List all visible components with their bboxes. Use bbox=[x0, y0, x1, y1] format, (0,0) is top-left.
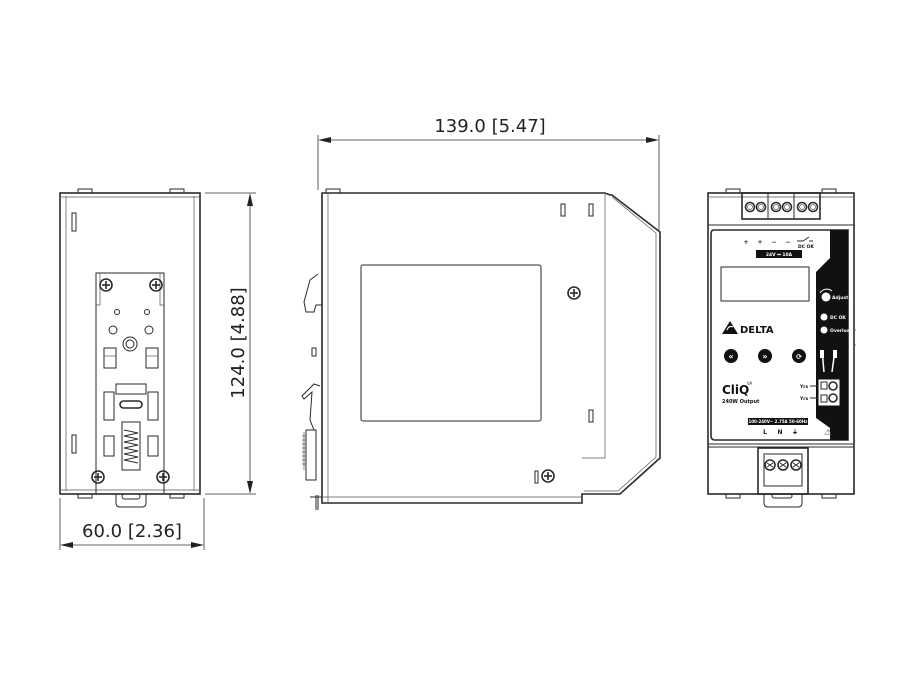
brand-label: DELTA bbox=[740, 325, 774, 336]
screw-icon bbox=[541, 469, 555, 483]
width-dimension: 60.0 [2.36] bbox=[59, 498, 205, 550]
screw-icon bbox=[156, 470, 170, 484]
terminal-screw-icon bbox=[790, 459, 802, 471]
terminal-label: − bbox=[771, 239, 776, 246]
screw-icon bbox=[567, 286, 581, 300]
terminal-label: + bbox=[743, 239, 748, 246]
width-dimension-label: 60.0 [2.36] bbox=[82, 521, 182, 542]
front-view: + + − − DC OK 24V ⎓ 10A Adjust DC OK Ove… bbox=[707, 188, 856, 508]
ground-symbol-icon: ⏚ bbox=[792, 429, 798, 436]
front-panel bbox=[710, 229, 849, 441]
spring bbox=[123, 429, 139, 464]
refresh-icon: ⟳ bbox=[796, 353, 802, 361]
product-name: CliQ bbox=[722, 383, 749, 397]
height-dimension-label: 124.0 [4.88] bbox=[228, 287, 249, 398]
terminal-screw-icon bbox=[744, 201, 756, 213]
relay-label: Yrs bbox=[799, 384, 808, 390]
height-dimension: 124.0 [4.88] bbox=[205, 192, 256, 495]
screw-icon bbox=[149, 278, 163, 292]
terminal-screw-icon bbox=[777, 459, 789, 471]
input-rating-badge bbox=[748, 418, 808, 425]
input-terminal-block bbox=[757, 447, 809, 495]
input-terminal-label: L bbox=[763, 429, 767, 436]
relay-label: Yrs bbox=[799, 396, 808, 402]
input-rating-label: 100-240V~ 2.75A 50-60Hz bbox=[748, 419, 808, 424]
terminal-screw-icon bbox=[781, 201, 793, 213]
control-band bbox=[816, 230, 848, 440]
output-terminal-block bbox=[741, 192, 821, 220]
prev-button[interactable]: « bbox=[724, 349, 738, 363]
adjust-label: Adjust bbox=[832, 295, 849, 301]
delta-triangle-icon bbox=[722, 321, 738, 334]
input-terminal-label: N bbox=[777, 429, 782, 436]
warning-icon: ⚠ bbox=[824, 428, 832, 438]
product-suffix: VA bbox=[747, 381, 752, 386]
relay-terminal-block bbox=[817, 378, 841, 407]
terminal-label: + bbox=[757, 239, 762, 246]
display-window bbox=[720, 266, 810, 302]
relay-switch-icon bbox=[797, 236, 813, 242]
terminal-screw-icon bbox=[796, 201, 808, 213]
dc-ok-led bbox=[820, 313, 828, 321]
overload-led-label: Overload bbox=[830, 328, 853, 334]
terminal-label: − bbox=[785, 239, 790, 246]
rear-view bbox=[59, 188, 201, 508]
terminal-screw-icon bbox=[764, 459, 776, 471]
next-button[interactable]: » bbox=[758, 349, 772, 363]
product-output-label: 240W Output bbox=[722, 399, 760, 405]
dc-ok-terminal-label: DC OK bbox=[798, 244, 814, 250]
screw-icon bbox=[91, 470, 105, 484]
reset-button[interactable]: ⟳ bbox=[792, 349, 806, 363]
output-rating-badge bbox=[756, 250, 802, 258]
label-window bbox=[360, 264, 542, 422]
din-plate bbox=[95, 272, 165, 495]
chevrons-left-icon: « bbox=[728, 352, 733, 361]
adjust-knob[interactable] bbox=[821, 292, 831, 302]
delta-logo: DELTA bbox=[722, 321, 774, 336]
screwdriver-icon bbox=[820, 349, 837, 373]
depth-dimension: 139.0 [5.47] bbox=[317, 116, 660, 230]
output-rating-label: 24V ⎓ 10A bbox=[766, 252, 793, 258]
spring-housing bbox=[121, 421, 141, 471]
dc-ok-led-label: DC OK bbox=[830, 315, 846, 321]
overload-led bbox=[820, 326, 828, 334]
terminal-screw-icon bbox=[807, 201, 819, 213]
side-body-outline bbox=[321, 192, 661, 504]
side-view bbox=[301, 188, 661, 510]
depth-dimension-label: 139.0 [5.47] bbox=[434, 116, 545, 137]
terminal-screw-icon bbox=[755, 201, 767, 213]
chevrons-right-icon: » bbox=[762, 352, 767, 361]
terminal-screw-icon bbox=[770, 201, 782, 213]
screw-icon bbox=[99, 278, 113, 292]
